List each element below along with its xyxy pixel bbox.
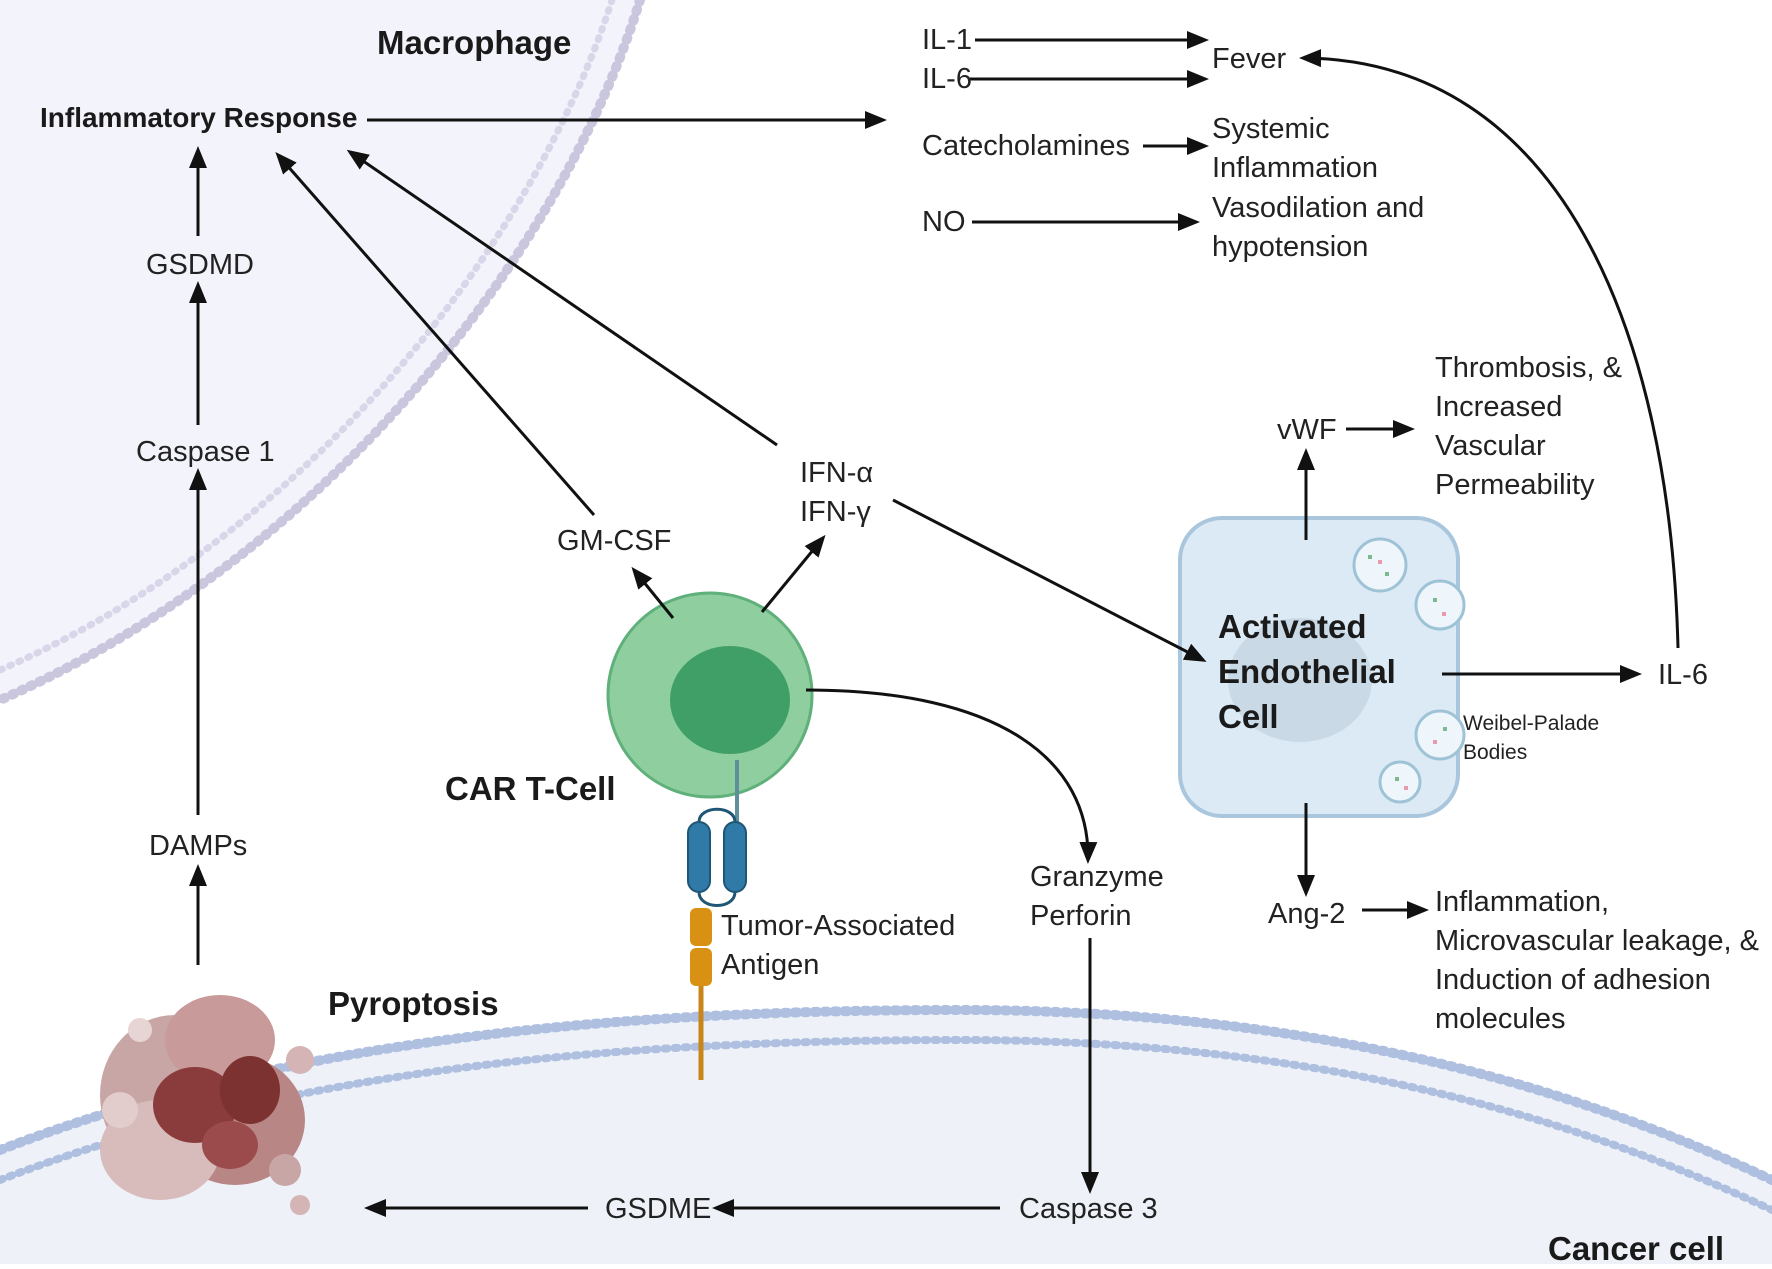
macrophage-membrane — [0, 0, 645, 705]
vwf-label: vWF — [1277, 414, 1337, 446]
car-t-cell-illustration — [606, 591, 814, 1080]
arrow-tcell-to-ifn — [760, 534, 826, 613]
weibel-palade-line2: Bodies — [1463, 741, 1527, 764]
ang2-effects-line4: molecules — [1435, 1003, 1566, 1035]
caspase3-label: Caspase 3 — [1019, 1193, 1158, 1225]
arrow-ifn-to-response — [346, 149, 778, 447]
tumor-antigen-line2: Antigen — [721, 949, 819, 981]
ang2-effects-line2: Microvascular leakage, & — [1435, 925, 1759, 957]
tumor-antigen-line1: Tumor-Associated — [721, 910, 955, 942]
endothelial-label-line2: Endothelial — [1218, 653, 1396, 690]
gsdme-label: GSDME — [605, 1193, 711, 1225]
perforin-label: Perforin — [1030, 900, 1132, 932]
ang2-effects-line1: Inflammation, — [1435, 886, 1609, 918]
endothelial-label-line3: Cell — [1218, 698, 1279, 735]
ifn-alpha-label: IFN-α — [800, 457, 873, 489]
car-t-cell-label: CAR T-Cell — [445, 770, 616, 807]
thrombosis-line4: Permeability — [1435, 469, 1595, 501]
il6-top-label: IL-6 — [922, 63, 972, 95]
systemic-inflammation-line2: Inflammation — [1212, 152, 1378, 184]
arrow-ifn-to-endothelial — [892, 498, 1207, 662]
gm-csf-label: GM-CSF — [557, 525, 671, 557]
cancer-cell-label: Cancer cell — [1548, 1230, 1724, 1264]
pyroptosis-cell-illustration — [100, 995, 314, 1215]
vasodilation-line2: hypotension — [1212, 231, 1368, 263]
macrophage-membrane-inner — [0, 0, 616, 674]
granzyme-label: Granzyme — [1030, 861, 1164, 893]
endothelial-label-line1: Activated — [1218, 608, 1367, 645]
arrows — [189, 31, 1680, 1217]
cancer-cell-body — [0, 1010, 1772, 1264]
endothelial-cell-illustration — [1178, 516, 1466, 818]
macrophage-body — [0, 0, 640, 700]
pyroptosis-label: Pyroptosis — [328, 985, 499, 1022]
fever-label: Fever — [1212, 43, 1286, 75]
thrombosis-line1: Thrombosis, & — [1435, 352, 1622, 384]
weibel-palade-line1: Weibel-Palade — [1463, 712, 1599, 735]
gsdmd-label: GSDMD — [146, 249, 254, 281]
vasodilation-line1: Vasodilation and — [1212, 192, 1424, 224]
il1-label: IL-1 — [922, 24, 972, 56]
macrophage-label: Macrophage — [377, 24, 571, 61]
catecholamines-label: Catecholamines — [922, 130, 1130, 162]
ang2-effects-line3: Induction of adhesion — [1435, 964, 1711, 996]
no-label: NO — [922, 206, 966, 238]
ang2-label: Ang-2 — [1268, 898, 1345, 930]
inflammatory-response-label: Inflammatory Response — [40, 102, 357, 133]
caspase1-label: Caspase 1 — [136, 436, 275, 468]
thrombosis-line2: Increased — [1435, 391, 1562, 423]
arrow-tcell-to-granzyme — [805, 688, 1098, 864]
il6-right-label: IL-6 — [1658, 659, 1708, 691]
ifn-gamma-label: IFN-γ — [800, 496, 871, 528]
thrombosis-line3: Vascular — [1435, 430, 1546, 462]
systemic-inflammation-line1: Systemic — [1212, 113, 1330, 145]
arrow-gmcsf-to-response — [275, 151, 596, 516]
arrow-tcell-to-gmcsf — [631, 566, 675, 619]
arrow-il6-to-fever-curve — [1299, 49, 1680, 649]
damps-label: DAMPs — [149, 830, 247, 862]
